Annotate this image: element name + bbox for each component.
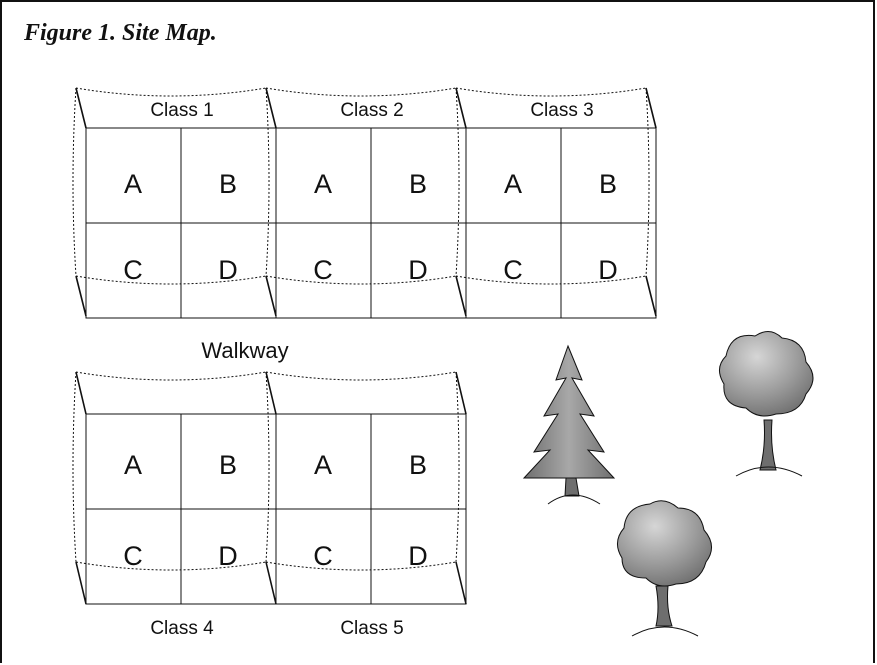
fence-bottom bbox=[265, 275, 457, 285]
class-label: Class 3 bbox=[530, 100, 593, 121]
fence-post bbox=[265, 275, 277, 317]
fence-top bbox=[265, 87, 457, 97]
fence-post bbox=[265, 371, 277, 415]
fence-top bbox=[265, 371, 457, 381]
plot-cell-d bbox=[370, 508, 467, 605]
fence-post bbox=[75, 87, 87, 129]
fence-left bbox=[72, 371, 77, 563]
fence-post bbox=[75, 561, 87, 605]
plot-label-c: C bbox=[503, 255, 523, 285]
deciduous-tree-icon bbox=[719, 331, 814, 477]
plot-label-c: C bbox=[123, 255, 143, 285]
fence-right bbox=[265, 87, 270, 277]
class-label: Class 4 bbox=[150, 618, 214, 639]
fence-post bbox=[75, 371, 87, 415]
fence-right bbox=[455, 371, 460, 563]
plot-label-c: C bbox=[123, 541, 143, 571]
plot-label-d: D bbox=[218, 541, 238, 571]
plot-label-b: B bbox=[409, 169, 427, 199]
plot-label-b: B bbox=[219, 450, 237, 480]
plot-label-d: D bbox=[598, 255, 618, 285]
fence-bottom bbox=[265, 561, 457, 571]
figure-title: Figure 1. Site Map. bbox=[24, 20, 217, 46]
plot-label-c: C bbox=[313, 541, 333, 571]
fence-top bbox=[455, 87, 647, 97]
class-4-block: A B C D Class 4 bbox=[72, 371, 277, 639]
plot-label-c: C bbox=[313, 255, 333, 285]
plot-label-d: D bbox=[408, 541, 428, 571]
fence-bottom bbox=[455, 275, 647, 285]
class-label: Class 5 bbox=[340, 618, 403, 639]
fence-post bbox=[455, 371, 467, 415]
plot-label-d: D bbox=[218, 255, 238, 285]
plot-label-a: A bbox=[314, 169, 332, 199]
deciduous-tree-icon bbox=[617, 500, 712, 637]
plot-cell-d bbox=[560, 222, 657, 319]
fence-post bbox=[645, 87, 657, 129]
fence-bottom bbox=[75, 561, 267, 571]
plot-label-a: A bbox=[504, 169, 522, 199]
upper-plot-row: Class 1 A B C D Class 2 A B C bbox=[72, 87, 657, 319]
class-1-block: Class 1 A B C D bbox=[72, 87, 277, 319]
fence-post bbox=[265, 87, 277, 129]
class-2-block: Class 2 A B C D bbox=[265, 87, 467, 319]
fence-post bbox=[455, 561, 467, 605]
class-label: Class 1 bbox=[150, 100, 213, 121]
fence-right bbox=[265, 371, 270, 563]
fence-post bbox=[455, 87, 467, 129]
fence-top bbox=[75, 371, 267, 381]
plot-label-d: D bbox=[408, 255, 428, 285]
lower-plot-row: A B C D Class 4 A B C D Class 5 bbox=[72, 371, 467, 639]
fence-left bbox=[72, 87, 77, 277]
fence-top bbox=[75, 87, 267, 97]
plot-label-a: A bbox=[314, 450, 332, 480]
plot-label-b: B bbox=[219, 169, 237, 199]
plot-label-a: A bbox=[124, 450, 142, 480]
class-5-block: A B C D Class 5 bbox=[265, 371, 467, 639]
walkway-label: Walkway bbox=[201, 338, 288, 363]
fence-post bbox=[645, 275, 657, 317]
fence-right bbox=[455, 87, 460, 277]
plot-label-a: A bbox=[124, 169, 142, 199]
conifer-tree-icon bbox=[522, 344, 616, 505]
fence-post bbox=[455, 275, 467, 317]
fence-post bbox=[265, 561, 277, 605]
plot-label-b: B bbox=[599, 169, 617, 199]
fence-bottom bbox=[75, 275, 267, 285]
class-3-block: Class 3 A B C D bbox=[455, 87, 657, 319]
fence-post bbox=[75, 275, 87, 317]
fence-right bbox=[645, 87, 650, 277]
class-label: Class 2 bbox=[340, 100, 403, 121]
plot-label-b: B bbox=[409, 450, 427, 480]
